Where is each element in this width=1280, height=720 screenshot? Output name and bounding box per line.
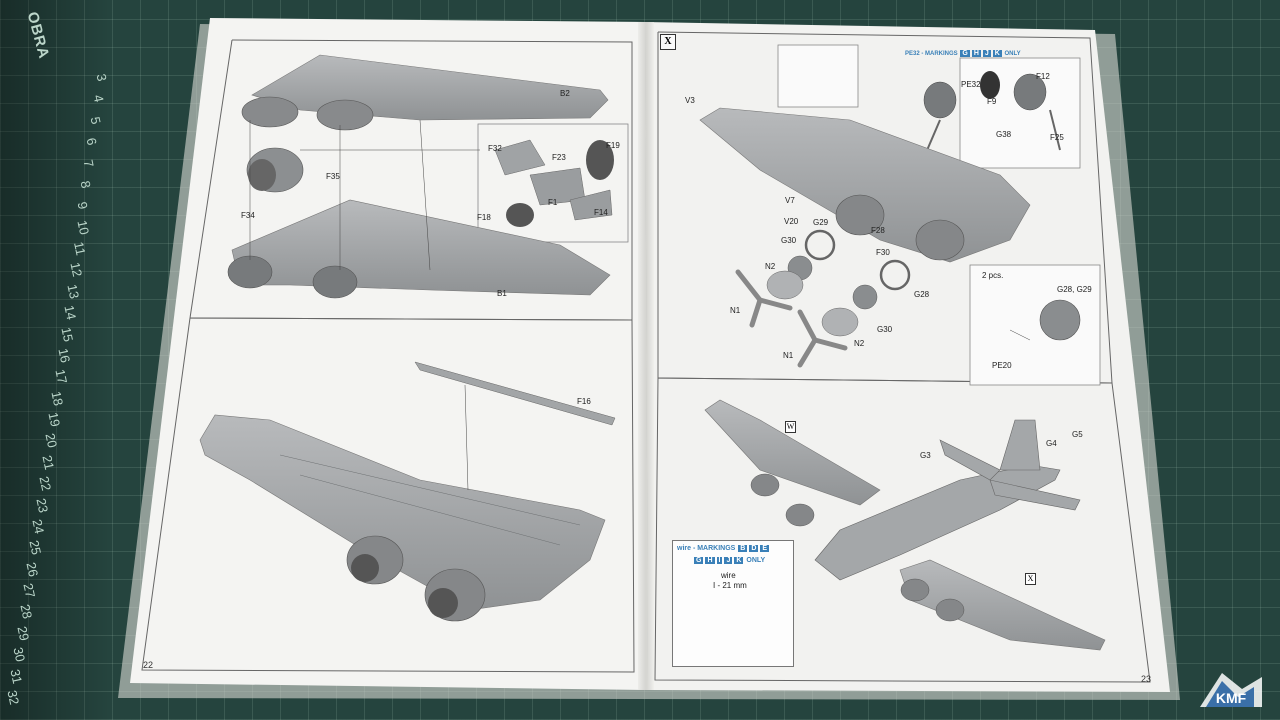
label-f35: F35: [326, 172, 340, 181]
label-v7: V7: [785, 196, 795, 205]
right-page: [645, 22, 1170, 692]
marking-letter: D: [749, 545, 759, 552]
label-f32: F32: [488, 144, 502, 153]
pe32-prefix: PE32 - MARKINGS: [905, 51, 958, 57]
marking-letter: B: [738, 545, 748, 552]
right-page-number: 23: [1141, 674, 1152, 684]
label-g38: G38: [996, 130, 1012, 139]
label-f14: F14: [594, 208, 608, 217]
label-g30: G30: [877, 325, 893, 334]
label-n1: N1: [783, 351, 794, 360]
marking-letter: J: [724, 557, 733, 564]
mat-shadow: [0, 0, 110, 720]
label-g30: G30: [781, 236, 797, 245]
label-pe32: PE32: [961, 80, 981, 89]
marking-letter: K: [992, 50, 1002, 57]
label-g29: G29: [813, 218, 829, 227]
label-b2: B2: [560, 89, 570, 98]
pe32-suffix: ONLY: [1004, 51, 1021, 57]
label-f1: F1: [548, 198, 558, 207]
label-v3: V3: [685, 96, 695, 105]
label-g3: G3: [920, 451, 931, 460]
kmf-logo: KMF: [1200, 673, 1262, 707]
wire-prefix: wire - MARKINGS: [677, 545, 736, 552]
label-f28: F28: [871, 226, 885, 235]
marking-letter: H: [971, 50, 981, 57]
label-g5: G5: [1072, 430, 1083, 439]
label-pe20: PE20: [992, 361, 1012, 370]
left-page-number: 22: [143, 660, 154, 670]
marking-letter: H: [705, 557, 715, 564]
label-g28: G28: [914, 290, 930, 299]
wire-length: I - 21 mm: [713, 581, 747, 590]
marking-letter: E: [760, 545, 770, 552]
wire-label: wire: [721, 571, 736, 580]
marking-letter: G: [694, 557, 704, 564]
label-g28-g29: G28, G29: [1057, 285, 1092, 294]
marking-x-badge: X: [660, 34, 676, 50]
wire-suffix: ONLY: [746, 557, 766, 564]
label-f9: F9: [987, 97, 997, 106]
label-f23: F23: [552, 153, 566, 162]
marking-x-badge-2: X: [1025, 573, 1036, 585]
label-f25: F25: [1050, 133, 1064, 142]
label-n2: N2: [765, 262, 776, 271]
marking-letter: I: [716, 557, 723, 564]
label-f12: F12: [1036, 72, 1050, 81]
label-n1: N1: [730, 306, 741, 315]
label-n2: N2: [854, 339, 865, 348]
label-g4: G4: [1046, 439, 1057, 448]
marking-letter: K: [734, 557, 744, 564]
kmf-logo-text: KMF: [1216, 690, 1247, 706]
label-f30: F30: [876, 248, 890, 257]
marking-w-badge: W: [785, 421, 796, 433]
label-v20: V20: [784, 217, 799, 226]
label-two-pcs: 2 pcs.: [982, 271, 1004, 280]
label-f16: F16: [577, 397, 591, 406]
left-page: [130, 18, 648, 690]
label-f19: F19: [606, 141, 620, 150]
label-b1: B1: [497, 289, 507, 298]
label-f34: F34: [241, 211, 255, 220]
marking-letter: G: [960, 50, 970, 57]
marking-letter: J: [982, 50, 991, 57]
label-f18: F18: [477, 213, 491, 222]
